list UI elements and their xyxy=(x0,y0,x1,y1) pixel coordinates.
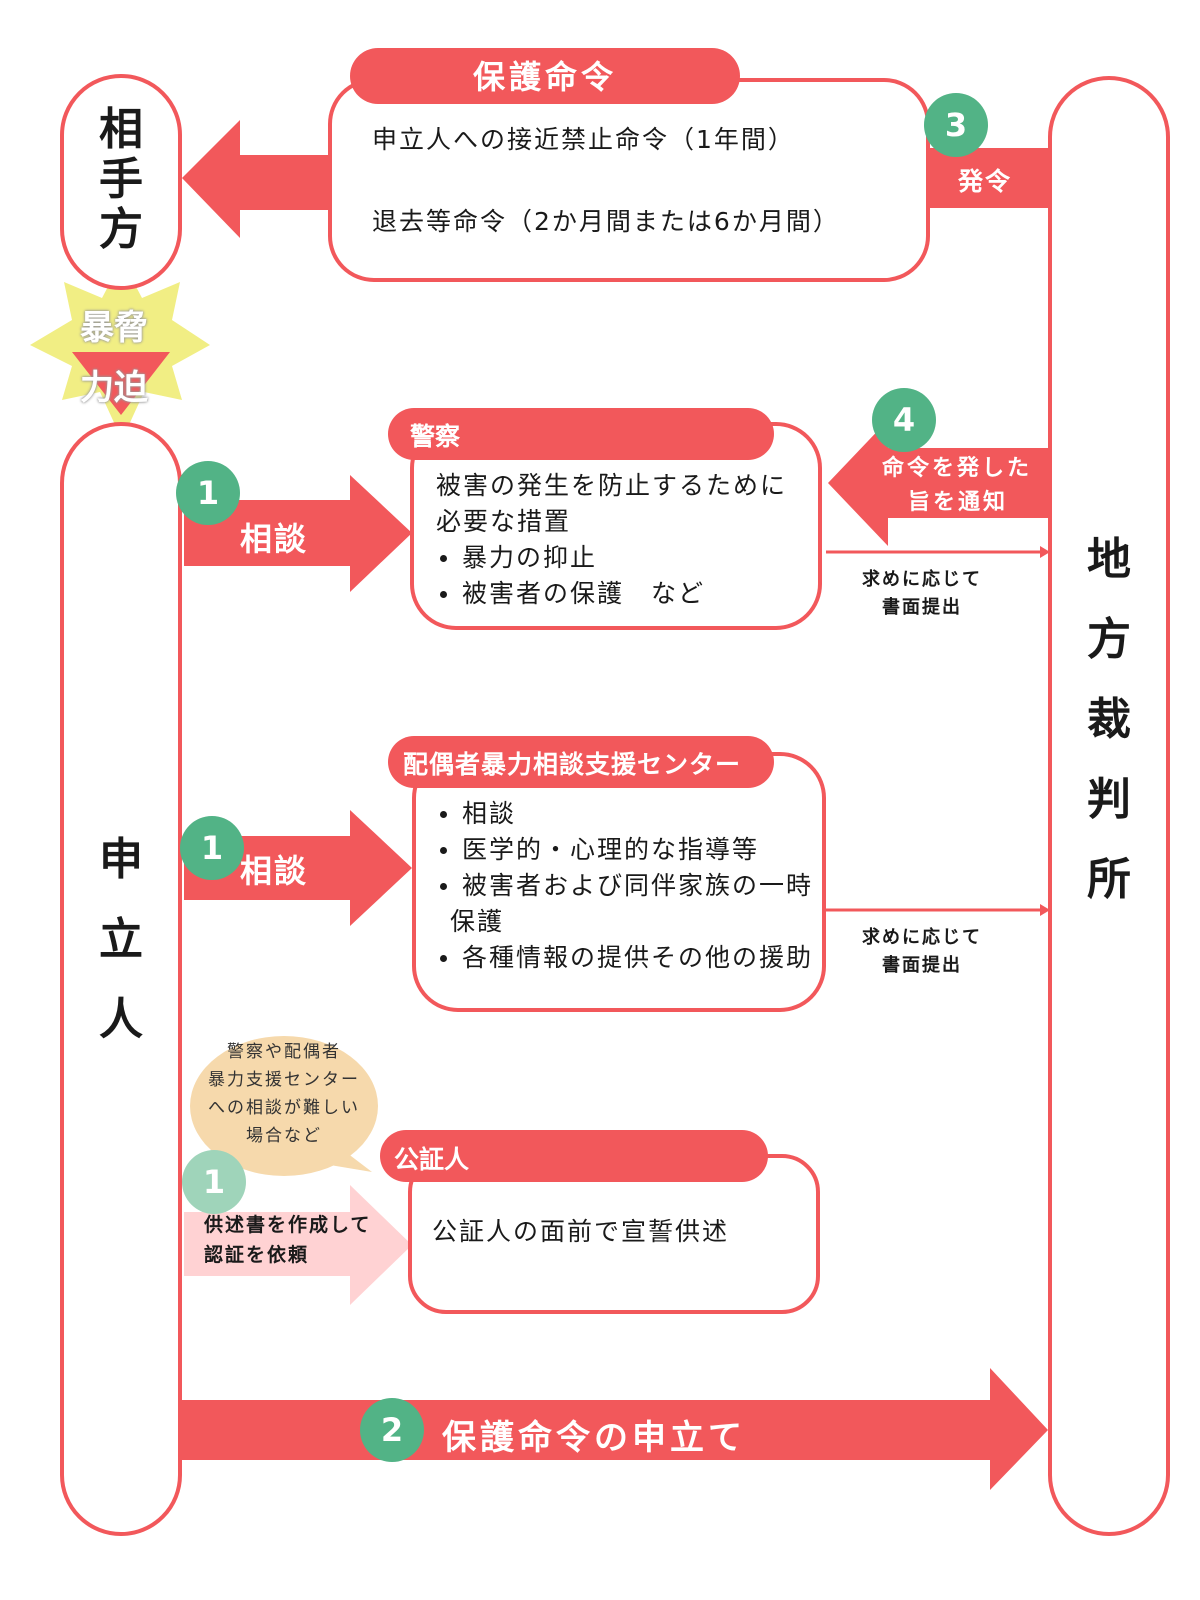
protection-order-line1: 申立人への接近禁止命令（1年間） xyxy=(372,125,795,154)
court-char: 方 xyxy=(1087,614,1131,665)
threat-label-1: 暴脅 xyxy=(80,308,148,348)
aite-label: 相 手 方 xyxy=(62,100,180,260)
moushitatenin-label: 申 立 人 xyxy=(62,834,180,1045)
aite-box xyxy=(60,74,182,290)
submit-arrowhead-2 xyxy=(1040,904,1050,916)
court-char: 所 xyxy=(1087,854,1131,905)
bubble-text: 警察や配偶者 暴力支援センター への相談が難しい 場合など xyxy=(190,1038,378,1150)
submit2-line1: 求めに応じて xyxy=(862,927,982,948)
threat-label-2: 力迫 xyxy=(80,368,148,408)
submit2-line2: 書面提出 xyxy=(882,955,962,976)
bubble-line: 場合など xyxy=(246,1126,322,1146)
threat-burst xyxy=(30,260,210,440)
police-item: 暴力の抑止 xyxy=(436,540,787,576)
notary-request-label: 供述書を作成して 認証を依頼 xyxy=(204,1210,371,1270)
notary-tab xyxy=(380,1130,768,1182)
consult2-circle xyxy=(180,816,244,880)
protection-order-title: 保護命令 xyxy=(472,58,617,96)
notary-request-line2: 認証を依頼 xyxy=(204,1244,310,1266)
notary-title: 公証人 xyxy=(394,1145,470,1174)
moushitatenin-char: 立 xyxy=(99,914,143,965)
center-list: 相談 医学的・心理的な指導等 被害者および同伴家族の一時 xyxy=(436,796,813,904)
step3-number: 3 xyxy=(944,106,968,144)
center-item: 相談 xyxy=(436,796,813,832)
protection-order-tab xyxy=(350,48,740,104)
center-title: 配偶者暴力相談支援センター xyxy=(403,750,742,779)
aite-char: 手 xyxy=(99,154,143,205)
consult-arrow-1 xyxy=(184,475,412,592)
notary-text: 公証人の面前で宣誓供述 xyxy=(432,1217,730,1246)
police-content: 被害の発生を防止するために 必要な措置 暴力の抑止 被害者の保護 など xyxy=(436,468,787,612)
court-box xyxy=(1048,76,1170,1536)
bubble-line: 暴力支援センター xyxy=(208,1070,360,1090)
center-content: 相談 医学的・心理的な指導等 被害者および同伴家族の一時 保護 各種情報の提供そ… xyxy=(436,796,813,976)
bubble-line: への相談が難しい xyxy=(208,1098,360,1118)
court-char: 地 xyxy=(1087,534,1131,585)
step2-label: 保護命令の申立て xyxy=(442,1418,746,1458)
step4-circle xyxy=(872,388,936,452)
submit2-label: 求めに応じて 書面提出 xyxy=(862,924,982,980)
center-tab xyxy=(388,736,774,788)
submit-arrowhead-1 xyxy=(1040,546,1050,558)
submit1-line1: 求めに応じて xyxy=(862,569,982,590)
submit1-label: 求めに応じて 書面提出 xyxy=(862,566,982,622)
bubble-line: 警察や配偶者 xyxy=(227,1042,341,1062)
consult2-number: 1 xyxy=(200,829,224,867)
consult2-label: 相談 xyxy=(240,852,309,890)
step4-number: 4 xyxy=(892,401,916,439)
speech-bubble-tail xyxy=(300,1140,372,1172)
police-list: 暴力の抑止 被害者の保護 など xyxy=(436,540,787,612)
step2-circle xyxy=(360,1398,424,1462)
police-line2: 必要な措置 xyxy=(436,507,572,536)
consult1-circle xyxy=(176,461,240,525)
notary-request-circle xyxy=(182,1150,246,1214)
aite-char: 相 xyxy=(99,104,143,155)
police-tab xyxy=(388,408,774,460)
consult1-label: 相談 xyxy=(240,520,309,558)
notary-request-arrow xyxy=(184,1185,412,1305)
notify-arrow xyxy=(828,420,1050,546)
court-char: 判 xyxy=(1087,774,1131,825)
police-item: 被害者の保護 など xyxy=(436,576,787,612)
aite-char: 方 xyxy=(99,204,143,255)
police-title: 警察 xyxy=(410,422,461,451)
moushitatenin-box xyxy=(60,422,182,1536)
threat-arrow xyxy=(72,352,170,415)
court-label: 地 方 裁 判 所 xyxy=(1050,534,1168,905)
step2-number: 2 xyxy=(380,1411,404,1449)
center-item: 医学的・心理的な指導等 xyxy=(436,832,813,868)
submit1-line2: 書面提出 xyxy=(882,597,962,618)
center-item: 各種情報の提供その他の援助 xyxy=(436,940,813,976)
step3-label: 発令 xyxy=(958,167,1013,196)
protection-order-line2: 退去等命令（2か月間または6か月間） xyxy=(372,207,840,236)
center-item: 被害者および同伴家族の一時 xyxy=(436,868,813,904)
police-line1: 被害の発生を防止するために xyxy=(436,471,788,500)
hatsurei-band xyxy=(930,148,1050,208)
court-char: 裁 xyxy=(1087,694,1131,745)
notary-request-line1: 供述書を作成して xyxy=(204,1214,372,1236)
center-list-2: 各種情報の提供その他の援助 xyxy=(436,940,813,976)
order-arrow xyxy=(182,120,330,238)
protection-order-box xyxy=(328,78,930,282)
step4-line1: 命令を発した xyxy=(882,456,1033,481)
notary-request-number: 1 xyxy=(202,1163,226,1201)
step3-circle xyxy=(924,93,988,157)
moushitatenin-char: 申 xyxy=(99,834,143,885)
step4-line2: 旨を通知 xyxy=(908,490,1009,515)
center-item-cont: 保護 xyxy=(450,907,505,936)
consult1-number: 1 xyxy=(196,474,220,512)
moushitatenin-char: 人 xyxy=(99,994,143,1045)
